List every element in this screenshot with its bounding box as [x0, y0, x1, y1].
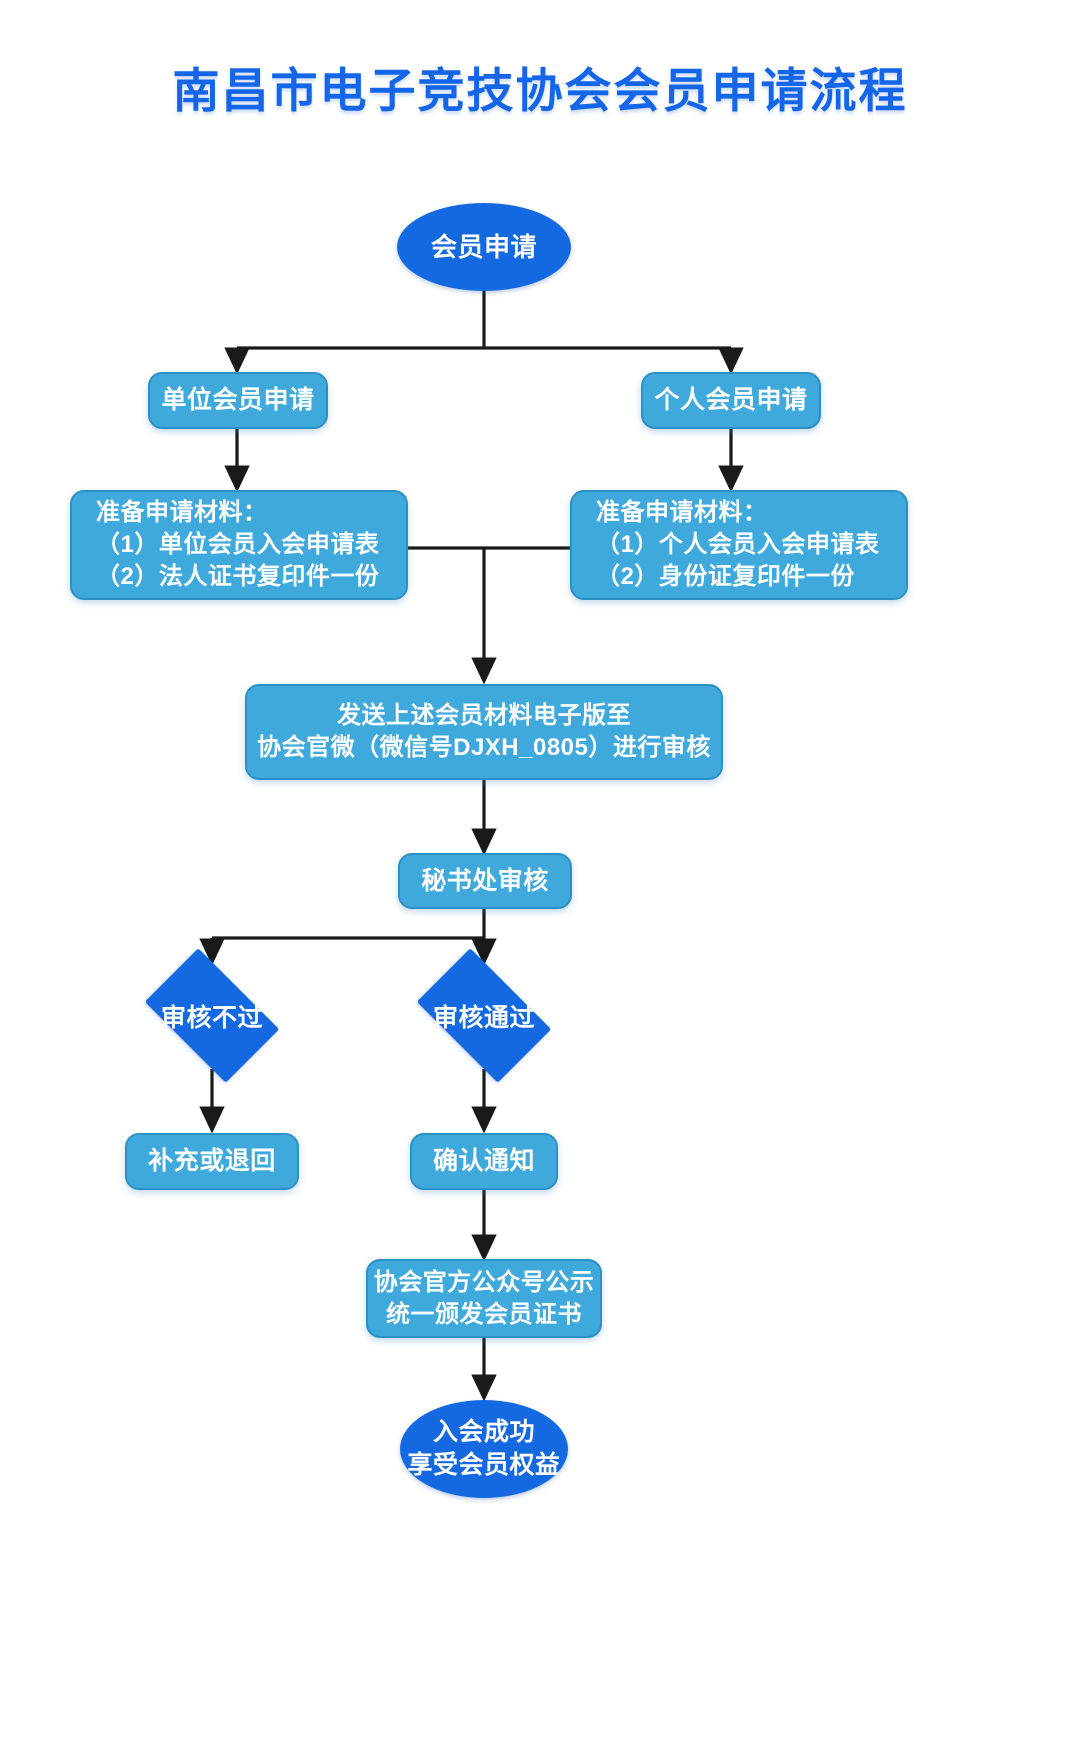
node-supplement-or-return[interactable]: 补充或退回 — [125, 1133, 299, 1190]
node-send-materials-wechat[interactable]: 发送上述会员材料电子版至 协会官微（微信号DJXH_0805）进行审核 — [245, 684, 723, 780]
node-org-member-application[interactable]: 单位会员申请 — [148, 372, 328, 429]
node-review-approved-label: 审核通过 — [432, 1003, 535, 1032]
node-start-membership-application[interactable]: 会员申请 — [397, 203, 571, 291]
node-review-rejected[interactable]: 审核不过 — [131, 948, 293, 1083]
node-public-announcement-certificate[interactable]: 协会官方公众号公示 统一颁发会员证书 — [366, 1259, 602, 1338]
node-confirmation-notice[interactable]: 确认通知 — [410, 1133, 558, 1190]
node-review-rejected-label: 审核不过 — [160, 1003, 263, 1032]
node-secretariat-review[interactable]: 秘书处审核 — [398, 853, 572, 909]
node-materials-personal[interactable]: 准备申请材料： （1）个人会员入会申请表 （2）身份证复印件一份 — [570, 490, 908, 600]
node-review-approved[interactable]: 审核通过 — [403, 948, 565, 1083]
page-title: 南昌市电子竞技协会会员申请流程 — [172, 64, 908, 117]
node-membership-success[interactable]: 入会成功 享受会员权益 — [400, 1400, 568, 1498]
node-personal-member-application[interactable]: 个人会员申请 — [641, 372, 821, 429]
node-materials-org[interactable]: 准备申请材料： （1）单位会员入会申请表 （2）法人证书复印件一份 — [70, 490, 408, 600]
